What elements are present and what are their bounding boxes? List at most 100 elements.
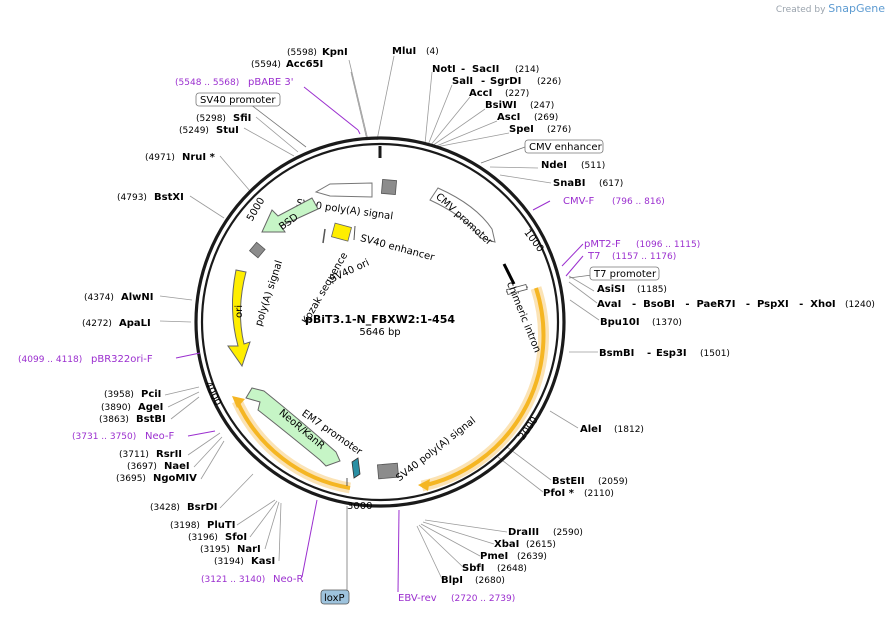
primer-pbabe3-name[interactable]: pBABE 3' (248, 77, 294, 88)
t7-promoter-box-label: T7 promoter (593, 269, 657, 280)
site-avai-pos: (1240) (845, 300, 875, 310)
cmv-promoter-arrow (429, 187, 496, 243)
site-bsmbi-name[interactable]: BsmBI (599, 348, 634, 359)
site-pfoi-name[interactable]: PfoI * (543, 488, 575, 499)
site-acci-name[interactable]: AccI (469, 88, 492, 99)
primer-pmt2f-name[interactable]: pMT2-F (584, 239, 621, 250)
site-bpu10i-name[interactable]: Bpu10I (600, 317, 640, 328)
loxp-box[interactable] (320, 589, 350, 605)
primer-neof-name[interactable]: Neo-F (145, 431, 175, 442)
site-bsteii-pos: (2059) (598, 477, 628, 487)
primer-neor-name[interactable]: Neo-R (273, 574, 304, 585)
site-kpni-pos: (5598) (287, 48, 317, 58)
primer-ebvrev-name[interactable]: EBV-rev (398, 593, 437, 604)
primer-pmt2f-range: (1096 .. 1115) (636, 240, 700, 250)
site-ndei-name[interactable]: NdeI (541, 160, 567, 171)
site-pcii-name[interactable]: PciI (141, 389, 161, 400)
site-alei-name[interactable]: AleI (580, 424, 602, 435)
site-bsiwi-pos: (247) (530, 101, 554, 111)
t7-promoter-leader (568, 274, 593, 279)
sv40-promoter-leader (249, 103, 307, 148)
site-nari-name[interactable]: NarI (237, 544, 261, 555)
site-nrui-pos: (4971) (145, 153, 175, 163)
site-rsrii-name[interactable]: RsrII (156, 449, 182, 460)
site-spei-name[interactable]: SpeI (509, 124, 534, 135)
t7-promoter-box[interactable] (589, 266, 660, 281)
site-agei-name[interactable]: AgeI (138, 402, 163, 413)
site-draiii-pos: (2590) (553, 528, 583, 538)
site-alwni-pos: (4374) (84, 293, 114, 303)
sv40-promoter-box-label: SV40 promoter (200, 95, 276, 106)
site-avai-extra[interactable]: - BsoBI - PaeR7I - PspXI - XhoI (632, 299, 836, 310)
site-acc65i-name[interactable]: Acc65I (286, 59, 323, 70)
site-draiii-name[interactable]: DraIII (508, 527, 539, 538)
site-pmei-name[interactable]: PmeI (480, 551, 508, 562)
site-asci-name[interactable]: AscI (497, 112, 520, 123)
site-blpi-pos: (2680) (475, 576, 505, 586)
plasmid-size: 5646 bp (359, 327, 400, 338)
site-asci-pos: (269) (534, 113, 558, 123)
sv40-enhancer-label: SV40 enhancer (359, 233, 436, 264)
site-snabi-name[interactable]: SnaBI (553, 178, 585, 189)
site-stui-name[interactable]: StuI (216, 125, 239, 136)
site-pluti-pos: (3198) (170, 521, 200, 531)
site-kpni-name[interactable]: KpnI (322, 47, 348, 58)
site-kasi-pos: (3194) (214, 557, 244, 567)
site-nari-pos: (3195) (200, 545, 230, 555)
site-bsteii-name[interactable]: BstEII (552, 476, 585, 487)
site-nrui-name[interactable]: NruI * (182, 152, 216, 163)
site-blpi-name[interactable]: BlpI (441, 575, 463, 586)
site-asisi-name[interactable]: AsiSI (597, 284, 625, 295)
primer-markers (175, 86, 584, 593)
tick-5000: 5000 (245, 196, 267, 224)
site-sacii-name[interactable]: SacII (472, 64, 499, 75)
neokan-arrow (245, 387, 341, 467)
site-bstxi-name[interactable]: BstXI (154, 192, 184, 203)
ori-label: ori (234, 305, 245, 318)
sv40-promoter-box[interactable] (195, 92, 281, 107)
sv40-enhancer-mark (353, 225, 356, 241)
site-bstxi-pos: (4793) (117, 193, 147, 203)
site-ngomiv-pos: (3695) (116, 474, 146, 484)
primer-cmvf-name[interactable]: CMV-F (563, 196, 594, 207)
primer-pbabe3-range: (5548 .. 5568) (175, 78, 239, 88)
cmv-enhancer-box[interactable] (524, 139, 604, 154)
site-acc65i-pos: (5594) (251, 60, 281, 70)
site-xbai-name[interactable]: XbaI (494, 539, 519, 550)
site-bsrdi-name[interactable]: BsrDI (187, 502, 218, 513)
site-pluti-name[interactable]: PluTI (207, 520, 235, 531)
cmv-enhancer-box-label: CMV enhancer (529, 142, 603, 153)
primer-neor-range: (3121 .. 3140) (201, 575, 265, 585)
site-sfii-name[interactable]: SfiI (233, 113, 251, 124)
site-sfoi-name[interactable]: SfoI (225, 532, 247, 543)
site-mlui-name[interactable]: MluI (392, 46, 416, 57)
sv40-ori-block (330, 222, 352, 242)
orange-feature-1 (418, 286, 549, 492)
site-esp3i-name[interactable]: Esp3I (656, 348, 687, 359)
tick-3000: 3000 (347, 501, 372, 512)
site-bstbi-name[interactable]: BstBI (136, 414, 166, 425)
brand-watermark: Created by SnapGene (776, 2, 885, 15)
site-bsiwi-name[interactable]: BsiWI (485, 100, 517, 111)
site-apali-name[interactable]: ApaLI (119, 318, 151, 329)
primer-pbr322-range: (4099 .. 4118) (18, 355, 82, 365)
site-avai-name[interactable]: AvaI (597, 299, 621, 310)
site-sbfi-name[interactable]: SbfI (462, 563, 484, 574)
tick-4000: 4000 (202, 380, 223, 408)
primer-pbr322-name[interactable]: pBR322ori-F (91, 354, 153, 365)
primer-t7-name[interactable]: T7 (587, 251, 600, 262)
site-ngomiv-name[interactable]: NgoMIV (153, 473, 197, 484)
site-sgrdi-name[interactable]: SgrDI (490, 76, 521, 87)
site-naei-name[interactable]: NaeI (164, 461, 190, 472)
site-alwni-name[interactable]: AlwNI (121, 292, 154, 303)
site-sali-name[interactable]: SalI (452, 76, 473, 87)
loxp-box-label: loxP (324, 593, 345, 604)
site-kasi-name[interactable]: KasI (251, 556, 275, 567)
site-noti-name[interactable]: NotI (432, 64, 456, 75)
site-bpu10i-pos: (1370) (652, 318, 682, 328)
orange-feature-2 (231, 396, 351, 494)
site-sali-pos: (226) (537, 77, 561, 87)
site-bstbi-pos: (3863) (99, 415, 129, 425)
